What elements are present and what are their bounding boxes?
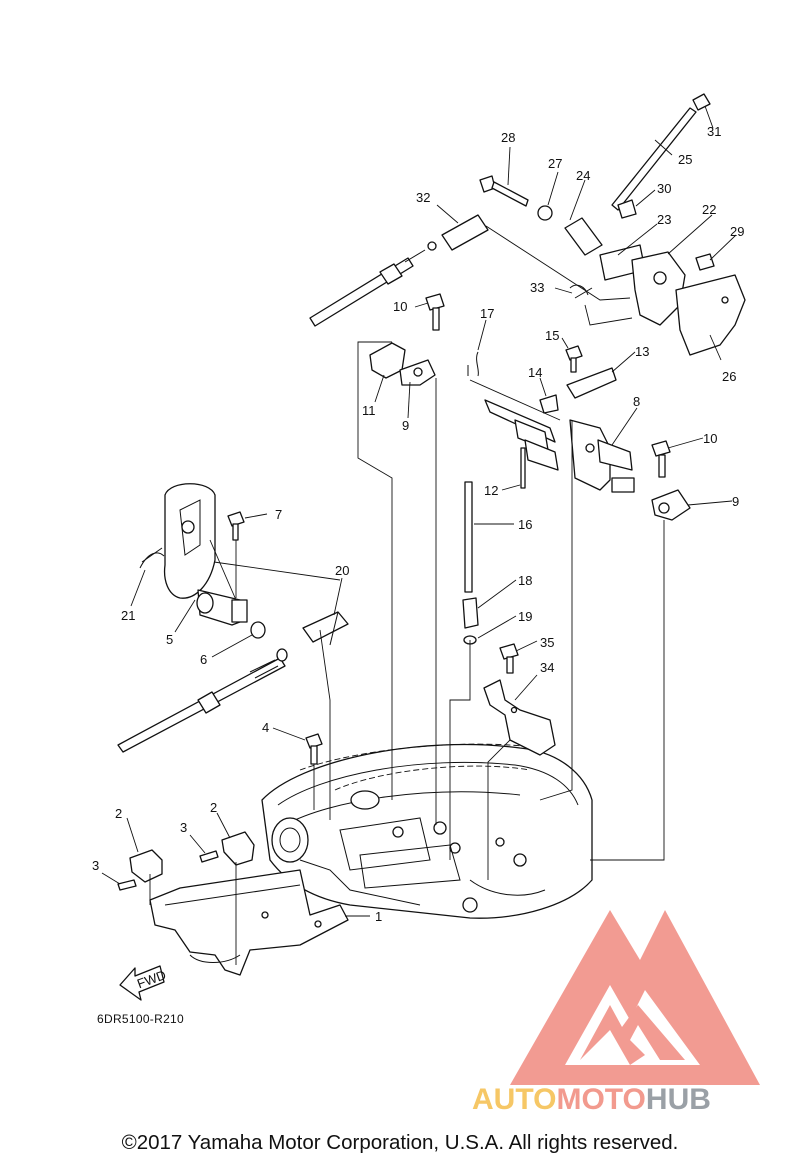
callout-8: 8 (633, 394, 640, 409)
watermark-auto: AUTO (472, 1083, 557, 1116)
automotohub-logo (510, 910, 760, 1085)
callout-24: 24 (576, 168, 590, 183)
callout-18: 18 (518, 573, 532, 588)
guide-lines (209, 225, 665, 880)
callout-33: 33 (530, 280, 544, 295)
copyright-notice: ©2017 Yamaha Motor Corporation, U.S.A. A… (121, 1131, 679, 1154)
shift-cable (117, 657, 286, 753)
clip-parts-2-3 (117, 831, 255, 965)
callout-27: 27 (548, 156, 562, 171)
callout-28: 28 (501, 130, 515, 145)
callout-17: 17 (480, 306, 494, 321)
bracket-part-26 (675, 253, 746, 356)
callout-2: 2 (115, 806, 122, 821)
callout-22: 22 (702, 202, 716, 217)
callout-1: 1 (375, 909, 382, 924)
callout-13: 13 (635, 344, 649, 359)
throttle-cable (309, 241, 437, 327)
plate-parts-13-14-15 (539, 345, 617, 414)
callout-23: 23 (657, 212, 671, 227)
lever-part-5 (163, 483, 248, 626)
callout-9: 9 (402, 418, 409, 433)
callout-34: 34 (540, 660, 554, 675)
clip-part-33 (569, 284, 593, 299)
watermark-text: AUTOMOTOHUB (472, 1083, 711, 1117)
bracket-part-34 (483, 643, 556, 756)
watermark-hub: HUB (645, 1083, 711, 1116)
callout-29: 29 (730, 224, 744, 239)
callout-5: 5 (166, 632, 173, 647)
bolt-part-7 (139, 511, 245, 598)
bracket-part-1 (149, 869, 349, 976)
shift-shaft-part-8 (484, 399, 635, 493)
callout-19: 19 (518, 609, 532, 624)
callout-7: 7 (275, 507, 282, 522)
callout-14: 14 (528, 365, 542, 380)
callout-9: 9 (732, 494, 739, 509)
callout-25: 25 (678, 152, 692, 167)
joint-part-20 (250, 611, 349, 662)
callout-20: 20 (335, 563, 349, 578)
callout-11: 11 (362, 403, 376, 418)
rod-parts-12-16-19 (462, 351, 526, 645)
callout-leaders (101, 105, 737, 917)
callout-10: 10 (393, 299, 407, 314)
forward-arrow: FWD (119, 965, 168, 1001)
collar-part-24 (564, 217, 603, 256)
callout-31: 31 (707, 124, 721, 139)
callout-26: 26 (722, 369, 736, 384)
callout-6: 6 (200, 652, 207, 667)
joint-part-32 (441, 214, 489, 251)
callout-16: 16 (518, 517, 532, 532)
callout-3: 3 (180, 820, 187, 835)
callout-2: 2 (210, 800, 217, 815)
callout-numbers: 1 2 2 3 3 4 5 6 7 8 9 9 10 10 11 12 13 1… (92, 124, 744, 924)
callout-10: 10 (703, 431, 717, 446)
throttle-cam-part-22-23 (599, 199, 686, 326)
callout-32: 32 (416, 190, 430, 205)
bottom-cowling (261, 743, 593, 919)
bolt-parts-10 (425, 293, 671, 478)
bolt-part-4 (305, 733, 323, 810)
watermark-moto: MOTO (556, 1083, 646, 1116)
link-rod-part-25 (611, 93, 711, 211)
lever-part-9-and-11 (369, 342, 691, 521)
callout-12: 12 (484, 483, 498, 498)
diagram-reference-code: 6DR5100-R210 (97, 1012, 184, 1026)
callout-21: 21 (121, 608, 135, 623)
callout-15: 15 (545, 328, 559, 343)
callout-3: 3 (92, 858, 99, 873)
callout-4: 4 (262, 720, 269, 735)
callout-30: 30 (657, 181, 671, 196)
bolt-part-28 (479, 175, 553, 221)
callout-35: 35 (540, 635, 554, 650)
